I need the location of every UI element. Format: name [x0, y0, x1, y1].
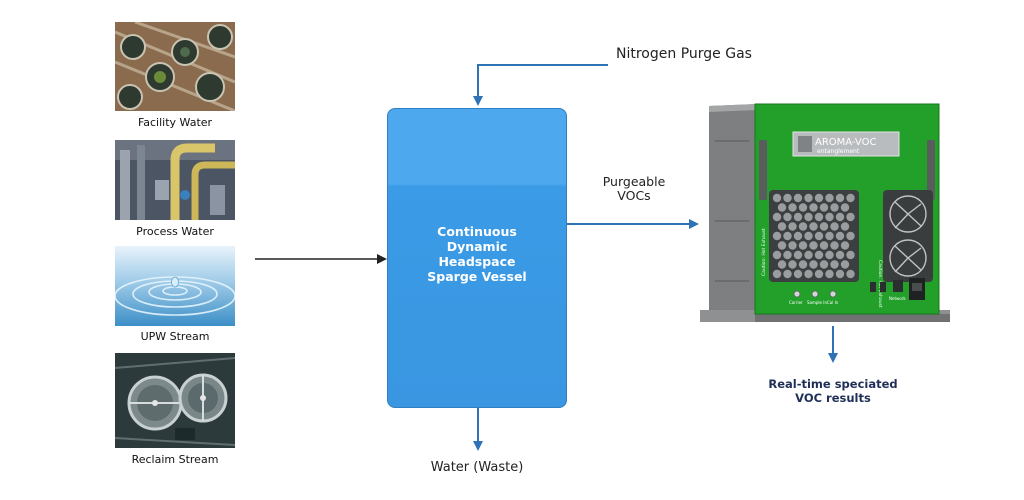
vent-hole: [809, 222, 818, 231]
vent-hole: [835, 193, 845, 203]
vent-hole: [772, 212, 782, 222]
vent-hole: [819, 222, 829, 231]
vent-hole: [793, 250, 803, 260]
network-label: Network: [889, 296, 906, 301]
vent-hole: [825, 193, 834, 203]
logo-main-text: AROMA-VOC: [815, 137, 876, 148]
vent-hole: [783, 231, 792, 241]
vent-hole: [835, 231, 845, 241]
vent-hole: [840, 241, 850, 250]
vent-hole: [819, 260, 829, 269]
vent-hole: [840, 260, 850, 269]
facility-water-image: [115, 22, 235, 111]
upw-stream-image: [115, 246, 235, 326]
port-cal: Cal In: [827, 300, 839, 305]
vent-hole: [783, 250, 792, 260]
nitrogen-purge-label: Nitrogen Purge Gas: [616, 46, 752, 62]
vent-hole: [772, 193, 782, 203]
vent-hole: [777, 222, 787, 231]
vent-hole: [825, 250, 834, 260]
vent-hole: [804, 231, 813, 241]
port-sample: Sample In: [807, 300, 827, 305]
vent-hole: [814, 231, 824, 241]
vent-hole: [809, 260, 818, 269]
vent-hole: [804, 212, 813, 222]
vent-hole: [798, 222, 808, 231]
vent-hole: [835, 212, 845, 222]
vent-hole: [777, 260, 787, 269]
hot-exhaust-left: Caution: Hot Exhaust: [761, 228, 767, 276]
logo-sub-text: entanglement: [817, 148, 860, 155]
vent-hole: [835, 269, 845, 279]
process-water-image: [115, 140, 235, 220]
vent-hole: [814, 269, 824, 279]
vent-hole: [846, 269, 855, 279]
vent-hole: [783, 269, 792, 279]
vent-hole: [814, 193, 824, 203]
vent-hole: [793, 193, 803, 203]
upw-stream-label: UPW Stream: [140, 330, 210, 343]
vent-hole: [804, 250, 813, 260]
vent-hole: [830, 203, 839, 212]
vent-hole: [840, 222, 850, 231]
vent-hole: [840, 203, 850, 212]
vent-hole: [798, 260, 808, 269]
vent-hole: [798, 203, 808, 212]
vent-hole: [772, 231, 782, 241]
vent-hole: [793, 269, 803, 279]
facility-water-label: Facility Water: [137, 116, 213, 129]
vent-hole: [804, 269, 813, 279]
vent-hole: [846, 212, 855, 222]
reclaim-stream-label: Reclaim Stream: [131, 453, 219, 466]
vent-hole: [814, 250, 824, 260]
sparge-vessel: Continuous Dynamic Headspace Sparge Vess…: [387, 108, 567, 408]
sparge-vessel-label: Continuous Dynamic Headspace Sparge Vess…: [427, 224, 527, 284]
vent-hole: [804, 193, 813, 203]
process-water-label: Process Water: [136, 225, 214, 238]
vent-hole: [777, 203, 787, 212]
vent-hole: [777, 241, 787, 250]
vent-hole: [835, 250, 845, 260]
vent-hole: [825, 231, 834, 241]
vent-hole: [772, 250, 782, 260]
vent-hole: [793, 212, 803, 222]
vent-hole: [814, 212, 824, 222]
vent-hole: [825, 269, 834, 279]
vent-hole: [783, 212, 792, 222]
vent-hole: [798, 241, 808, 250]
vent-hole: [819, 203, 829, 212]
vent-hole: [809, 203, 818, 212]
vent-hole: [830, 241, 839, 250]
vent-hole: [809, 241, 818, 250]
vent-hole: [772, 269, 782, 279]
vent-hole: [830, 222, 839, 231]
water-waste-label: Water (Waste): [430, 460, 524, 475]
reclaim-stream-image: [115, 353, 235, 448]
vent-hole: [825, 212, 834, 222]
vent-hole: [788, 241, 797, 250]
vent-hole: [846, 193, 855, 203]
vent-hole: [846, 231, 855, 241]
vent-hole: [788, 222, 797, 231]
purgeable-vocs-label: Purgeable VOCs: [602, 174, 666, 203]
nitrogen-arrow: [473, 64, 608, 106]
port-carrier: Carrier: [789, 300, 803, 305]
vent-hole: [819, 241, 829, 250]
vent-hole: [788, 203, 797, 212]
vent-hole: [793, 231, 803, 241]
vent-hole: [846, 250, 855, 260]
voc-results-label: Real-time speciated VOC results: [768, 377, 898, 405]
vent-hole: [783, 193, 792, 203]
vent-hole: [788, 260, 797, 269]
vent-hole: [830, 260, 839, 269]
aroma-voc-instrument: AROMA-VOC entanglement Caution: Hot Exha…: [700, 103, 950, 322]
